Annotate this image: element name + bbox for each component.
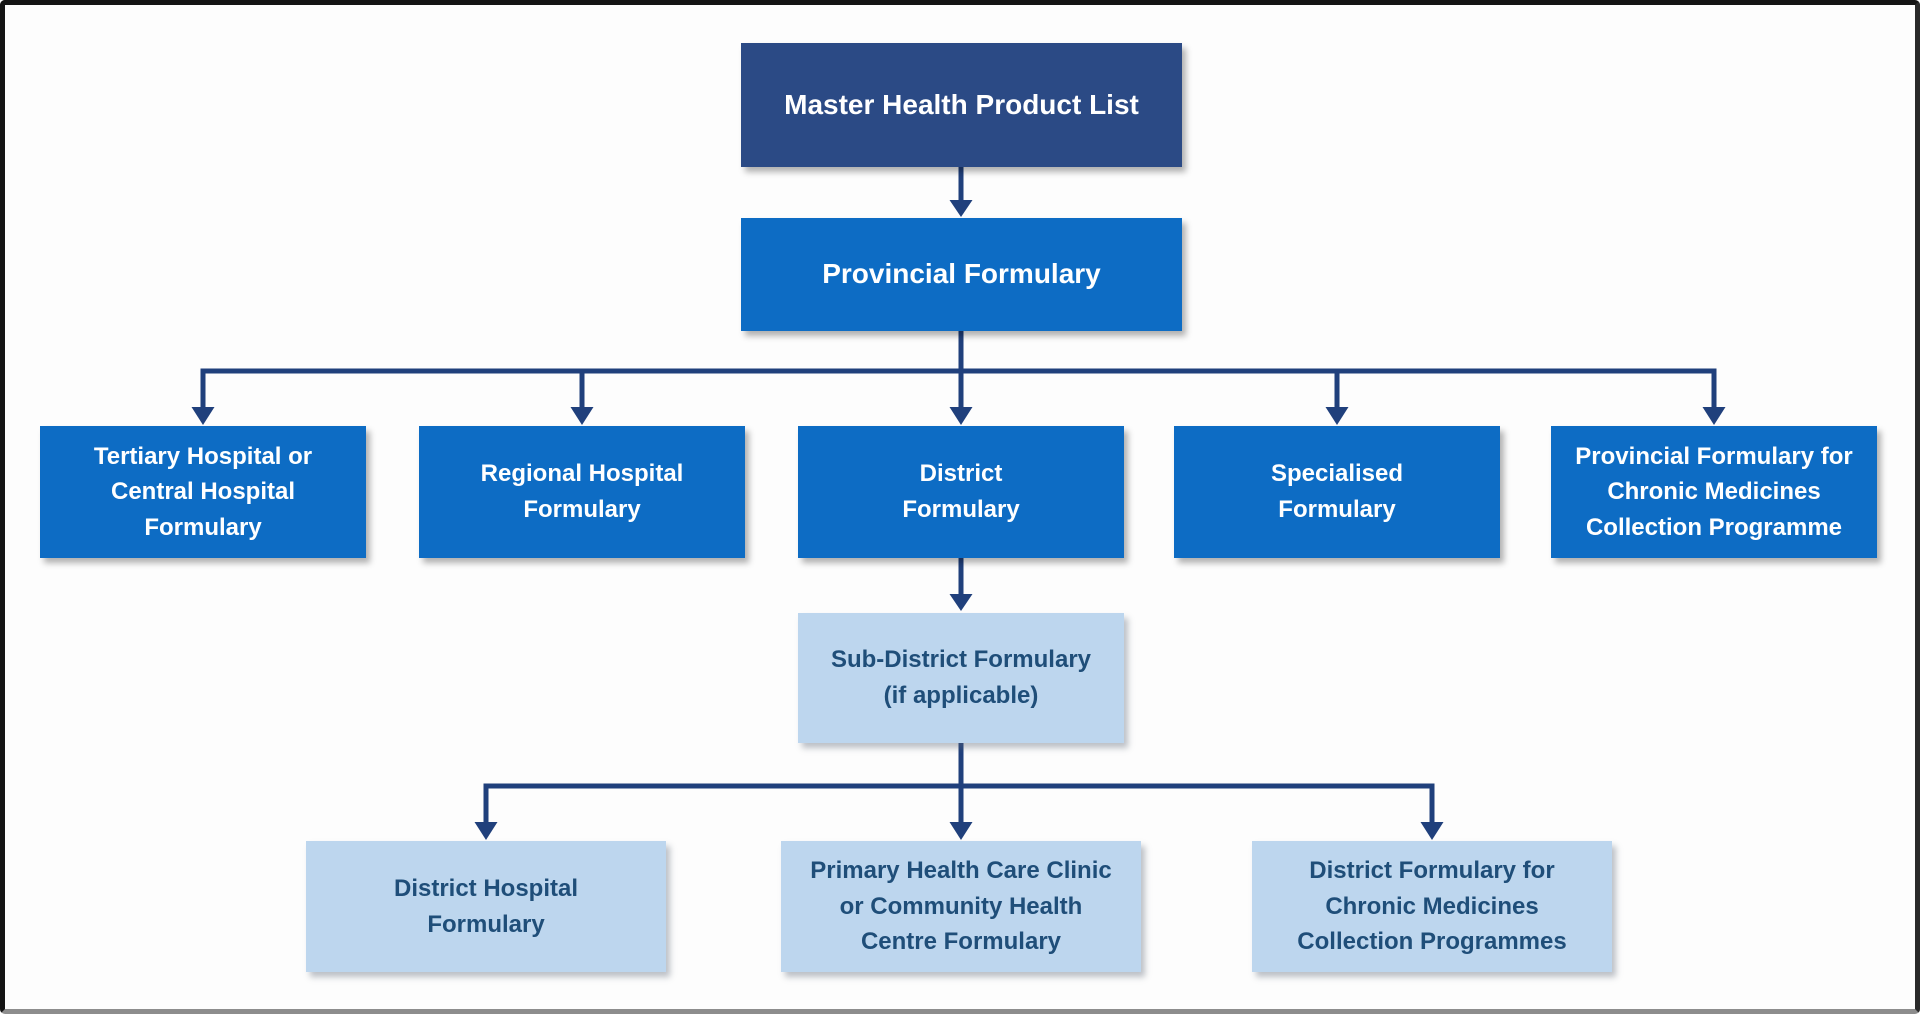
node-tertiary-label: Tertiary Hospital or Central Hospital Fo… [93,442,313,541]
node-district-hospital-formulary: District Hospital Formulary [306,841,666,972]
node-regional-label: Regional Hospital Formulary [480,460,684,523]
node-provincial-formulary: Provincial Formulary [741,218,1182,331]
connector-subdistrict-trunk [483,743,1435,789]
node-tertiary-central-hospital-formulary: Tertiary Hospital or Central Hospital Fo… [40,426,366,558]
node-subdistrict-formulary: Sub-District Formulary (if applicable) [798,613,1124,743]
arrow-trunk-to-district [949,371,973,425]
node-district-hospital-label: District Hospital Formulary [393,874,579,938]
arrow-trunk-to-provincial-chronic [1702,369,1726,425]
node-district-formulary: District Formulary [798,426,1124,558]
node-district-label: District Formulary [902,460,1020,523]
node-provincial-chronic-label: Provincial Formulary for Chronic Medicin… [1575,442,1853,541]
node-provincial-chronic-medicines-formulary: Provincial Formulary for Chronic Medicin… [1551,426,1877,558]
connector-provincial-trunk [200,331,1717,374]
arrow-trunk-to-district-hospital [474,784,498,840]
flowchart-canvas: Master Health Product List Provincial Fo… [5,5,1915,1009]
node-district-chronic-label: District Formulary for Chronic Medicines… [1297,857,1567,956]
arrow-trunk-to-regional [570,371,594,425]
node-regional-hospital-formulary: Regional Hospital Formulary [419,426,745,558]
node-subdistrict-label: Sub-District Formulary (if applicable) [830,646,1092,709]
connector-layer [191,167,1726,840]
node-specialised-formulary: Specialised Formulary [1174,426,1500,558]
node-master-health-product-list: Master Health Product List [741,43,1182,167]
node-phc-clinic-label: Primary Health Care Clinic or Community … [810,857,1112,956]
arrow-master-to-provincial [949,167,973,217]
node-provincial-label: Provincial Formulary [822,258,1101,290]
arrow-district-to-subdistrict [949,558,973,611]
node-master-label: Master Health Product List [784,88,1139,120]
arrow-trunk-to-tertiary [191,369,215,425]
arrow-trunk-to-specialised [1325,371,1349,425]
arrow-trunk-to-district-chronic [1420,784,1444,840]
node-primary-health-care-clinic-formulary: Primary Health Care Clinic or Community … [781,841,1141,972]
arrow-trunk-to-phc-clinic [949,786,973,840]
node-specialised-label: Specialised Formulary [1270,460,1404,523]
node-district-chronic-medicines-formulary: District Formulary for Chronic Medicines… [1252,841,1612,972]
